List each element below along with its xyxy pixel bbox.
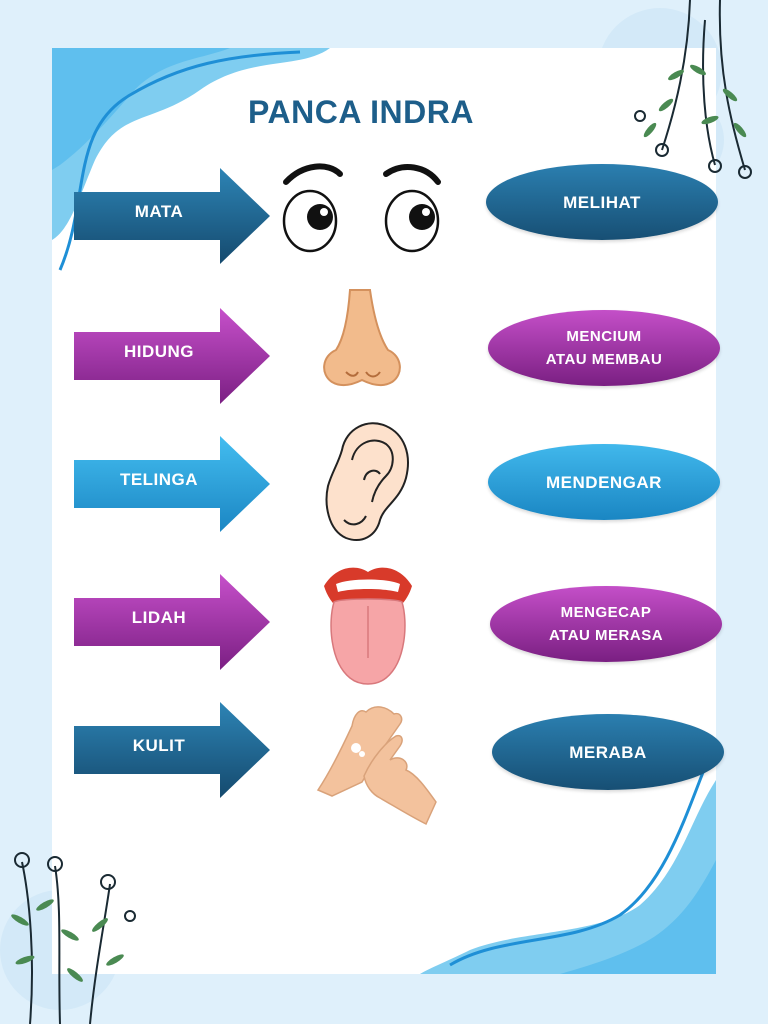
arrow-kulit: KULIT bbox=[74, 702, 270, 798]
ear-icon bbox=[325, 422, 409, 541]
tongue-icon bbox=[324, 567, 412, 685]
arrow-lidah: LIDAH bbox=[74, 574, 270, 670]
function-line: ATAU MERASA bbox=[548, 627, 664, 644]
function-line: MENCIUM bbox=[566, 328, 642, 345]
page-title: PANCA INDRA bbox=[248, 94, 474, 130]
row-telinga: TELINGA MENDENGAR bbox=[0, 422, 768, 541]
function-kulit: MERABA bbox=[492, 714, 724, 790]
eyes-icon bbox=[282, 163, 441, 253]
row-mata: MATA MELIHAT bbox=[0, 163, 768, 268]
row-hidung: HIDUNG MENCIUM ATAU MEMBAU bbox=[0, 289, 768, 408]
function-line: MENDENGAR bbox=[546, 472, 662, 492]
row-kulit: KULIT MERABA bbox=[0, 702, 768, 826]
hands-icon bbox=[316, 706, 437, 826]
function-mata: MELIHAT bbox=[486, 164, 718, 240]
function-hidung: MENCIUM ATAU MEMBAU bbox=[488, 310, 720, 386]
organ-label: HIDUNG bbox=[123, 342, 195, 361]
organ-label: LIDAH bbox=[131, 608, 187, 627]
arrow-mata: MATA bbox=[74, 168, 270, 264]
nose-icon bbox=[323, 289, 401, 387]
organ-label: KULIT bbox=[132, 736, 186, 755]
function-telinga: MENDENGAR bbox=[488, 444, 720, 520]
function-line: MENGECAP bbox=[560, 604, 652, 621]
function-line: MELIHAT bbox=[563, 192, 641, 212]
function-line: ATAU MEMBAU bbox=[545, 351, 663, 368]
row-lidah: LIDAH MENGECAP ATAU MERASA bbox=[0, 567, 768, 685]
organ-label: MATA bbox=[134, 202, 184, 221]
arrow-hidung: HIDUNG bbox=[74, 308, 270, 404]
function-lidah: MENGECAP ATAU MERASA bbox=[490, 586, 722, 662]
organ-label: TELINGA bbox=[119, 470, 199, 489]
arrow-telinga: TELINGA bbox=[74, 436, 270, 532]
function-line: MERABA bbox=[569, 742, 647, 762]
